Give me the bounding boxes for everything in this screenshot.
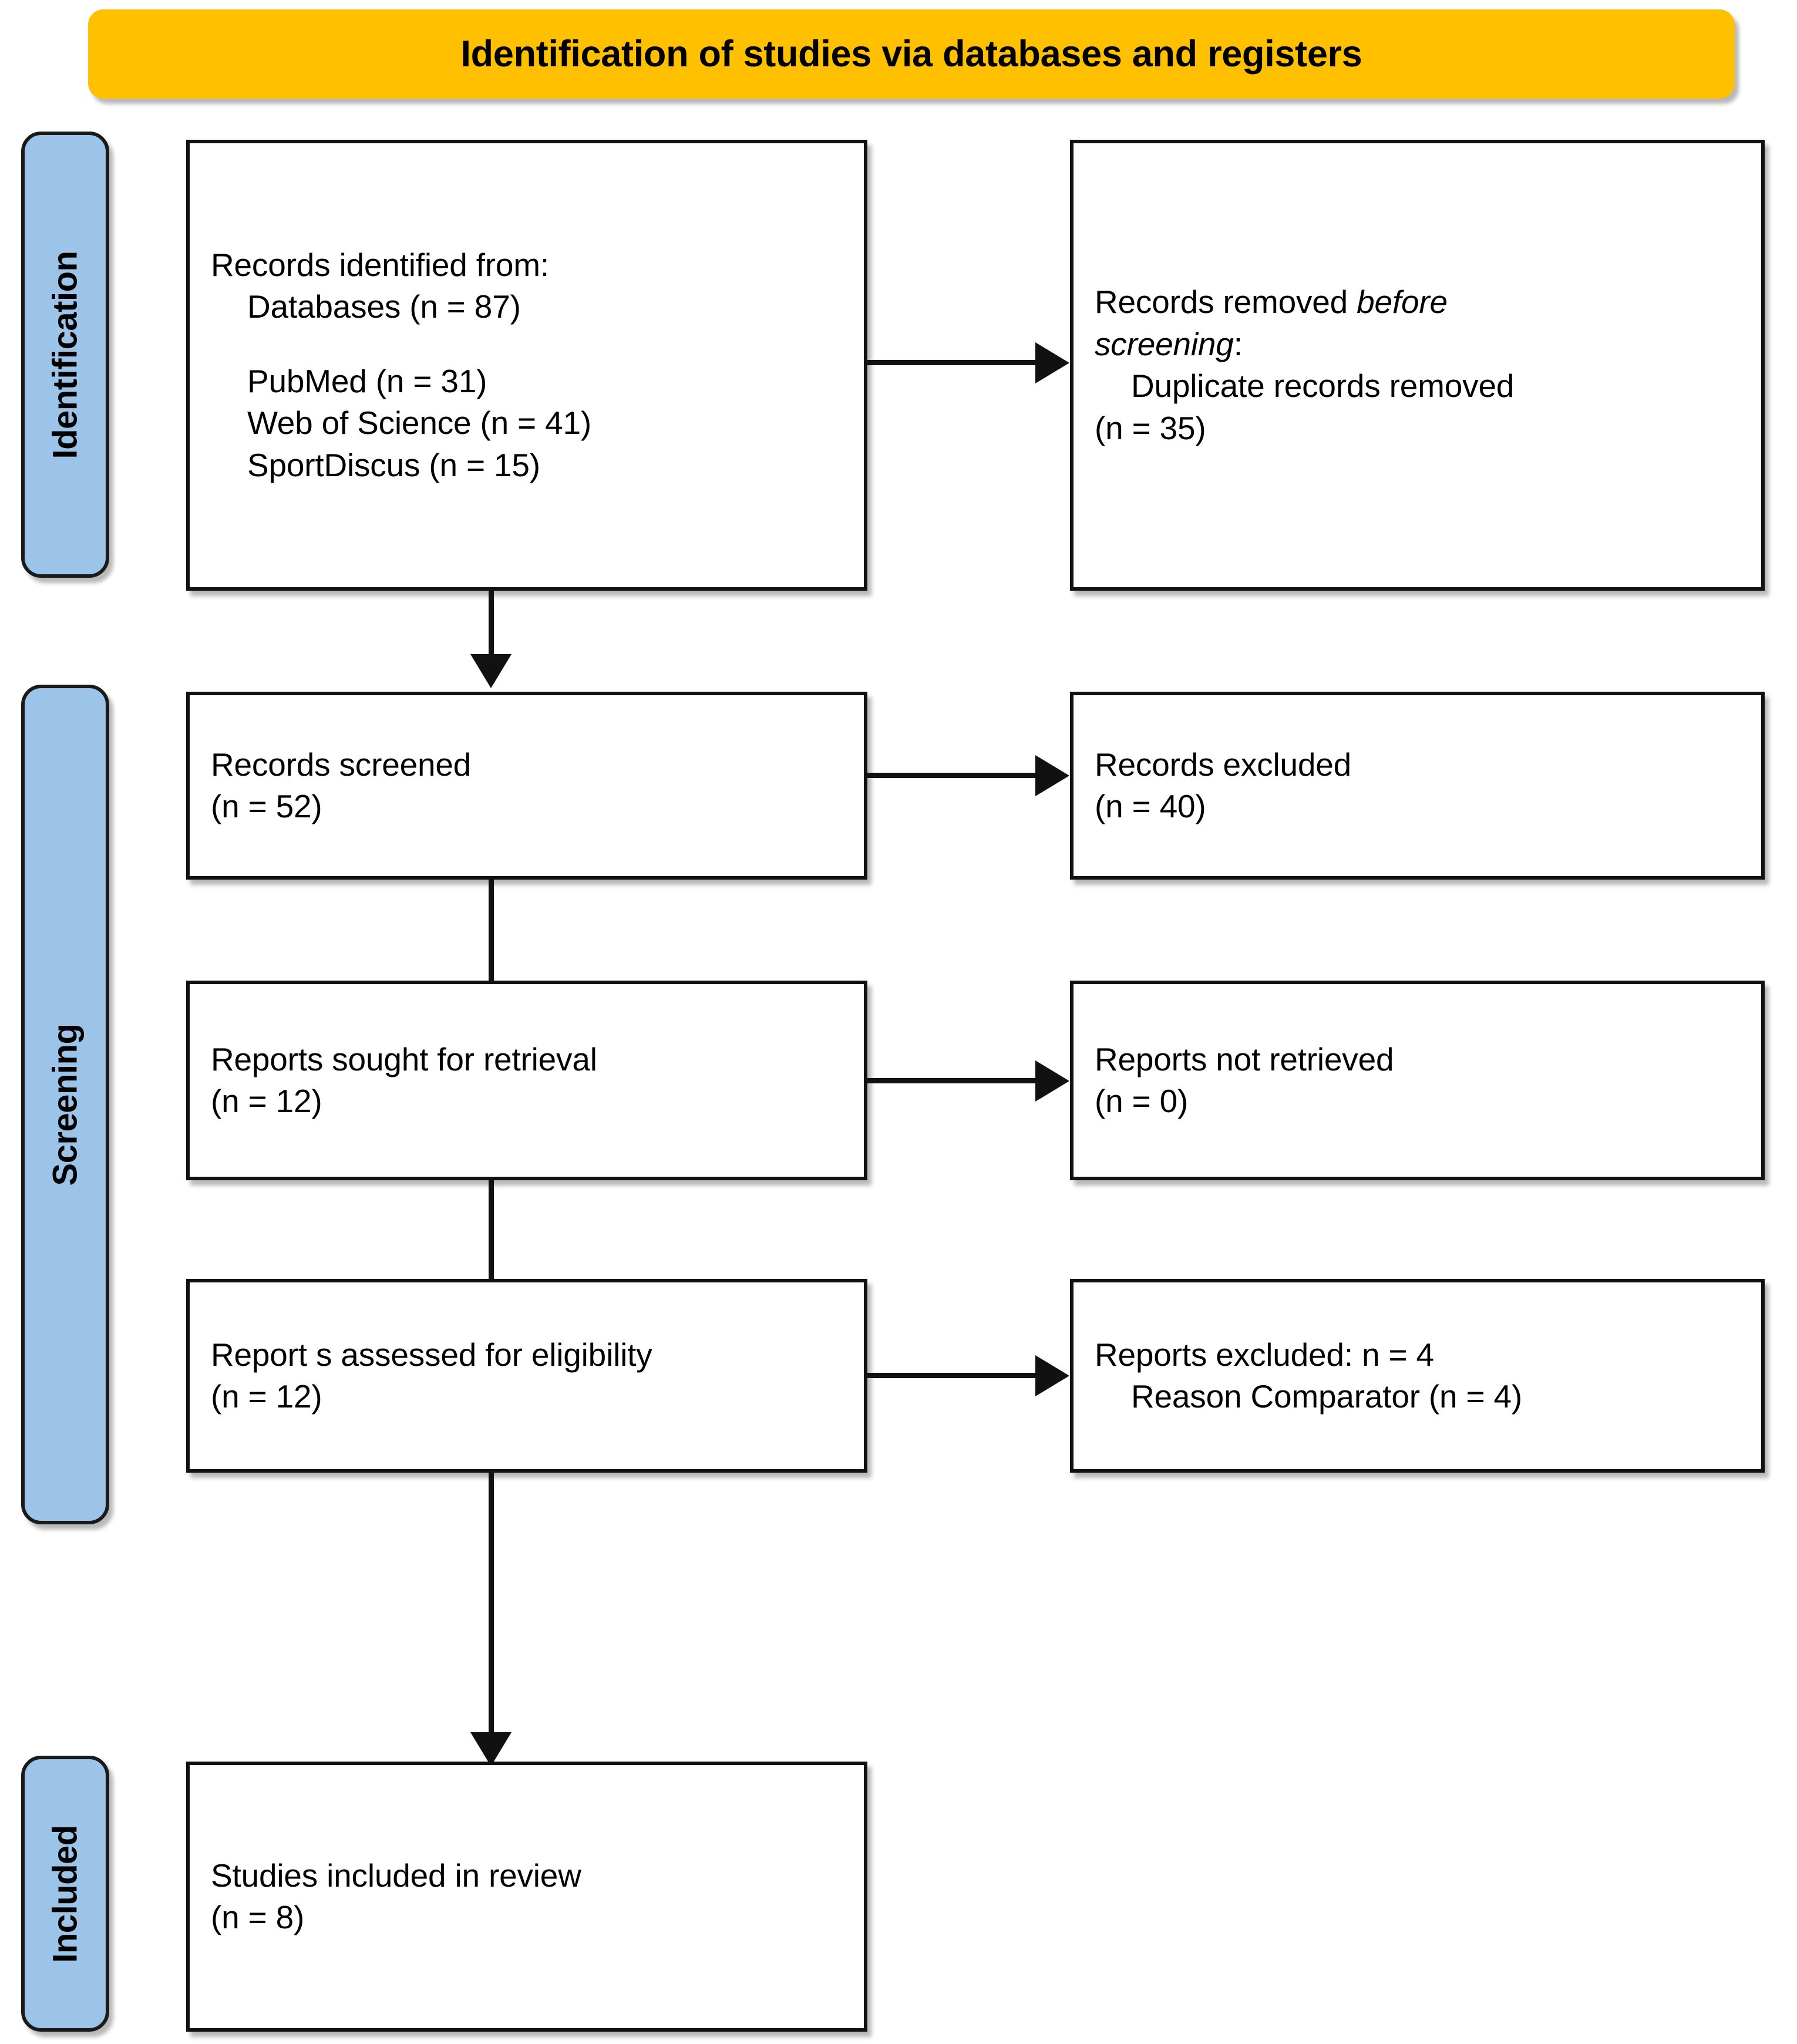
reports-not-retrieved-count: (n = 0) (1095, 1083, 1189, 1119)
arrow-screened-to-excluded-line (867, 773, 1035, 778)
stage-label-identification: Identification (21, 132, 109, 578)
stage-label-identification-text: Identification (46, 251, 85, 459)
stage-label-included: Included (21, 1756, 109, 2032)
records-removed-line1-italic: before (1357, 284, 1448, 320)
arrow-sought-to-not-retrieved-head (1035, 1060, 1069, 1102)
diagram-title: Identification of studies via databases … (460, 33, 1362, 75)
arrow-screened-to-sought-line (489, 880, 494, 1006)
records-removed-line2: screening: (1095, 324, 1740, 366)
arrow-sought-to-not-retrieved-line (867, 1078, 1035, 1083)
box-records-identified: Records identified from: Databases (n = … (186, 140, 867, 591)
records-identified-wos: Web of Science (n = 41) (247, 405, 591, 442)
records-removed-line1: Records removed before (1095, 281, 1740, 324)
box-records-screened: Records screened (n = 52) (186, 692, 867, 880)
records-removed-line1-prefix: Records removed (1095, 284, 1357, 320)
records-identified-sportdiscus: SportDiscus (n = 15) (247, 446, 540, 483)
arrow-identified-to-screened-line (489, 591, 494, 660)
records-identified-line1: Records identified from: (211, 246, 550, 283)
arrow-identified-to-removed-line (867, 360, 1035, 365)
box-reports-assessed: Report s assessed for eligibility (n = 1… (186, 1279, 867, 1473)
reports-sought-count: (n = 12) (211, 1083, 322, 1119)
stage-label-screening-text: Screening (46, 1023, 85, 1186)
studies-included-line1: Studies included in review (211, 1857, 581, 1894)
records-excluded-line1: Records excluded (1095, 746, 1352, 783)
arrow-assessed-to-excluded-line (867, 1373, 1035, 1378)
reports-excluded-reason: Reason Comparator (n = 4) (1131, 1378, 1523, 1415)
reports-assessed-line1: Report s assessed for eligibility (211, 1336, 652, 1373)
arrow-screened-to-excluded-head (1035, 755, 1069, 796)
reports-sought-line1: Reports sought for retrieval (211, 1040, 597, 1077)
records-removed-line2-suffix: : (1233, 325, 1243, 362)
arrow-assessed-to-excluded-head (1035, 1355, 1069, 1396)
reports-not-retrieved-line1: Reports not retrieved (1095, 1040, 1394, 1077)
box-studies-included: Studies included in review (n = 8) (186, 1762, 867, 2032)
records-identified-databases: Databases (n = 87) (247, 288, 521, 325)
records-removed-line2-italic: screening (1095, 325, 1234, 362)
box-reports-sought: Reports sought for retrieval (n = 12) (186, 981, 867, 1180)
records-screened-count: (n = 52) (211, 788, 322, 824)
arrow-assessed-to-included-head (470, 1732, 511, 1766)
records-excluded-count: (n = 40) (1095, 788, 1206, 824)
reports-excluded-line1: Reports excluded: n = 4 (1095, 1336, 1434, 1373)
records-screened-line1: Records screened (211, 746, 472, 783)
stage-label-screening: Screening (21, 685, 109, 1524)
arrow-identified-to-removed-head (1035, 342, 1069, 383)
records-identified-spacer (211, 328, 843, 361)
box-records-removed: Records removed before screening: Duplic… (1070, 140, 1765, 591)
box-reports-not-retrieved: Reports not retrieved (n = 0) (1070, 981, 1765, 1180)
box-reports-excluded: Reports excluded: n = 4 Reason Comparato… (1070, 1279, 1765, 1473)
records-removed-duplicates: Duplicate records removed (1131, 368, 1515, 404)
stage-label-included-text: Included (46, 1824, 85, 1963)
box-records-excluded: Records excluded (n = 40) (1070, 692, 1765, 880)
records-removed-count: (n = 35) (1095, 409, 1206, 446)
studies-included-count: (n = 8) (211, 1899, 305, 1935)
reports-assessed-count: (n = 12) (211, 1378, 322, 1415)
records-identified-pubmed: PubMed (n = 31) (247, 362, 487, 399)
arrow-identified-to-screened-head (470, 654, 511, 688)
arrow-assessed-to-included-line (489, 1473, 494, 1738)
diagram-header-banner: Identification of studies via databases … (88, 9, 1735, 99)
arrow-sought-to-assessed-line (489, 1180, 494, 1302)
